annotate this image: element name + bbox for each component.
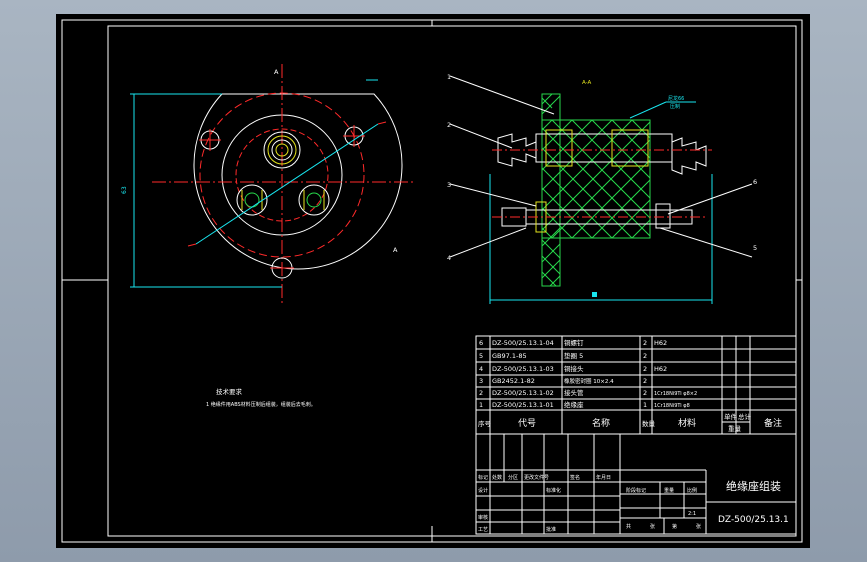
svg-text:签名: 签名 — [570, 474, 580, 481]
section-view: A-A — [447, 73, 757, 304]
view-label-bottom: A — [393, 246, 398, 254]
svg-text:GB97.1-85: GB97.1-85 — [492, 352, 527, 360]
svg-text:3: 3 — [479, 377, 483, 385]
hdr-name: 名称 — [592, 417, 610, 429]
svg-text:DZ-500/25.13.1-03: DZ-500/25.13.1-03 — [492, 365, 554, 373]
hdr-material: 材料 — [678, 417, 696, 429]
hatch-pattern — [541, 119, 651, 239]
balloon-5: 5 — [753, 244, 757, 252]
svg-text:2: 2 — [643, 377, 647, 385]
outer-border — [61, 19, 803, 543]
insulator-body — [541, 119, 651, 239]
svg-text:第: 第 — [672, 523, 677, 530]
upper-nut-right — [611, 129, 649, 167]
svg-text:绝缘座: 绝缘座 — [564, 400, 584, 409]
parts-list: 6 DZ-500/25.13.1-04 铜螺钉 2 H62 5 GB97.1-8… — [479, 338, 697, 409]
title-block: 6 DZ-500/25.13.1-04 铜螺钉 2 H62 5 GB97.1-8… — [475, 335, 797, 535]
svg-text:1Cr18Ni9Ti φ8×2: 1Cr18Ni9Ti φ8×2 — [654, 391, 697, 397]
svg-text:2: 2 — [643, 339, 647, 347]
svg-text:GB2452.1-82: GB2452.1-82 — [492, 377, 535, 385]
drawing-svg: A A 63 技术要求 1 绝缘件用ABS材料压制后组装，组装后去毛刺。 A-A — [61, 19, 803, 543]
section-line — [195, 123, 379, 245]
svg-text:2: 2 — [479, 389, 483, 397]
top-fitting-thread — [267, 135, 297, 165]
tech-requirements-text: 1 绝缘件用ABS材料压制后组装，组装后去毛刺。 — [206, 401, 316, 408]
drawing-canvas[interactable]: A A 63 技术要求 1 绝缘件用ABS材料压制后组装，组装后去毛刺。 A-A — [56, 14, 810, 548]
svg-text:DZ-500/25.13.1-04: DZ-500/25.13.1-04 — [492, 339, 554, 347]
hose-barb-left — [497, 133, 537, 167]
svg-text:橡胶密封圈 10×2.4: 橡胶密封圈 10×2.4 — [564, 377, 614, 385]
svg-text:2: 2 — [643, 365, 647, 373]
svg-text:铜接头: 铜接头 — [564, 364, 584, 373]
svg-text:压制: 压制 — [670, 103, 680, 110]
tech-requirements-title: 技术要求 — [216, 387, 243, 396]
hdr-qty: 数量 — [642, 419, 656, 428]
balloon-6: 6 — [753, 178, 757, 186]
balloon-3: 3 — [447, 181, 451, 189]
svg-text:批准: 批准 — [546, 526, 556, 533]
svg-text:H62: H62 — [654, 365, 667, 373]
flange-outline — [193, 93, 403, 270]
scale-value: 2:1 — [688, 511, 696, 517]
svg-text:分区: 分区 — [508, 474, 518, 481]
hdr-code: 代号 — [518, 418, 536, 429]
svg-text:1Cr18Ni9Ti φ8: 1Cr18Ni9Ti φ8 — [654, 403, 690, 409]
svg-text:张: 张 — [696, 523, 701, 530]
svg-text:审核: 审核 — [478, 514, 488, 521]
balloon-2: 2 — [447, 121, 451, 129]
svg-text:张: 张 — [650, 523, 655, 530]
svg-text:1: 1 — [479, 401, 483, 409]
inner-frame — [107, 25, 797, 537]
section-label: A-A — [582, 80, 592, 86]
drawing-title: 绝缘座组装 — [726, 479, 781, 493]
balloon-4: 4 — [447, 254, 451, 262]
hdr-remark: 备注 — [764, 417, 782, 429]
svg-text:工艺: 工艺 — [478, 527, 488, 533]
hdr-weight: 重量 — [728, 425, 742, 433]
nut-right — [655, 203, 671, 229]
left-fitting — [236, 184, 268, 216]
svg-text:DZ-500/25.13.1-01: DZ-500/25.13.1-01 — [492, 401, 554, 409]
svg-text:阶段标记: 阶段标记 — [626, 487, 646, 494]
svg-text:DZ-500/25.13.1-02: DZ-500/25.13.1-02 — [492, 389, 554, 397]
svg-text:比例: 比例 — [687, 487, 697, 494]
front-view: A A 63 — [121, 64, 416, 306]
hose-barb-right — [671, 137, 707, 175]
view-label-top: A — [274, 68, 279, 76]
material-callout: 尼龙66 — [668, 95, 684, 102]
svg-text:更改文件号: 更改文件号 — [524, 474, 549, 481]
svg-text:2: 2 — [643, 389, 647, 397]
svg-text:处数: 处数 — [492, 474, 502, 481]
svg-text:设计: 设计 — [478, 487, 488, 494]
dim-text-left: 63 — [121, 186, 128, 194]
svg-text:接头管: 接头管 — [564, 388, 584, 397]
balloon-1: 1 — [447, 73, 451, 81]
svg-text:H62: H62 — [654, 339, 667, 347]
drawing-number: DZ-500/25.13.1 — [718, 515, 789, 525]
svg-text:年月日: 年月日 — [596, 474, 611, 481]
svg-text:共: 共 — [626, 523, 631, 530]
right-fitting — [298, 184, 330, 216]
svg-text:4: 4 — [479, 365, 483, 373]
svg-text:2: 2 — [643, 352, 647, 360]
hdr-total-weight: 总计 — [738, 412, 752, 421]
hdr-no: 序号 — [478, 419, 492, 428]
svg-text:6: 6 — [479, 339, 483, 347]
svg-text:标记: 标记 — [478, 474, 488, 481]
svg-text:标准化: 标准化 — [546, 487, 561, 494]
svg-text:铜螺钉: 铜螺钉 — [564, 338, 584, 347]
svg-text:重量: 重量 — [664, 487, 674, 494]
hdr-unit-weight: 单件 — [724, 412, 738, 421]
svg-text:1: 1 — [643, 401, 647, 409]
top-fitting-outer — [263, 131, 301, 169]
svg-text:垫圈 5: 垫圈 5 — [564, 351, 583, 360]
upper-nut-left — [545, 129, 573, 167]
svg-text:5: 5 — [479, 352, 483, 360]
